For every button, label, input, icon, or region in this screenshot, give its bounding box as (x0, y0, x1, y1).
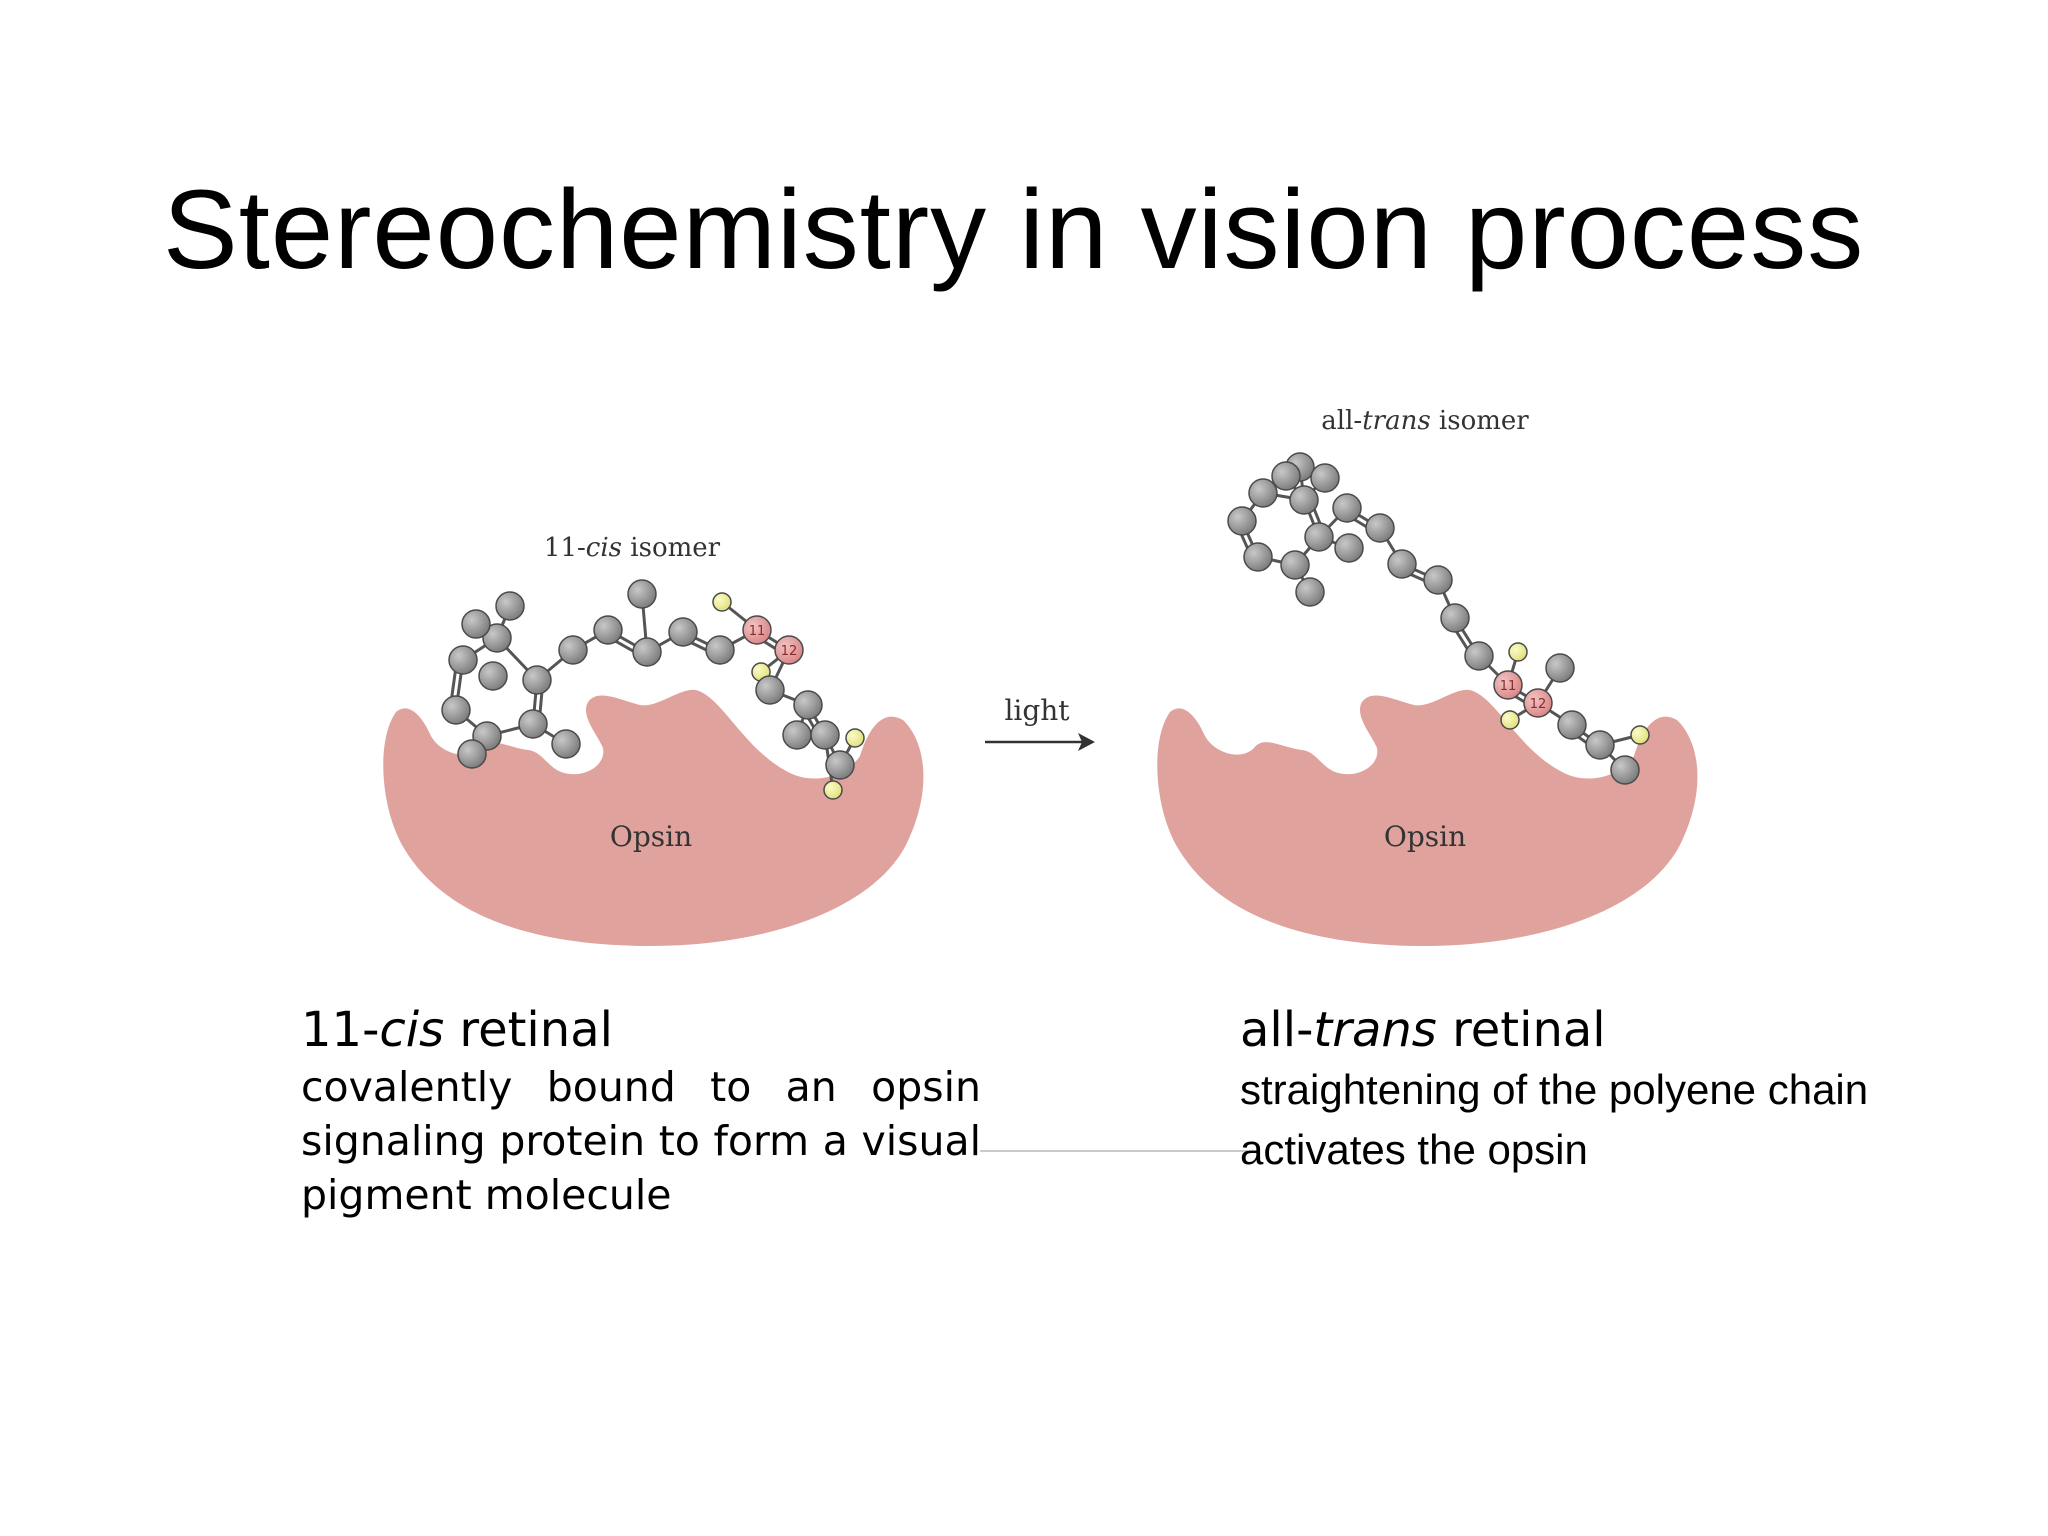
hydrogen-atom (712, 592, 732, 612)
hydrogen-atom (845, 728, 865, 748)
isomer-label-left: 11-cis isomer (544, 533, 721, 563)
carbon-atom (518, 709, 548, 739)
labeled-carbon-atom (742, 615, 772, 645)
carbon-atom (482, 623, 512, 653)
hydrogen-atom (1500, 710, 1520, 730)
carbon-atom (632, 637, 662, 667)
reaction-arrow (985, 733, 1095, 751)
carbon-number-label: 11 (1500, 679, 1517, 694)
labeled-carbon-atom (1523, 688, 1553, 718)
hydrogen-atom (823, 780, 843, 800)
carbon-atom (705, 635, 735, 665)
opsin-label-left: Opsin (610, 820, 692, 853)
carbon-atom (1271, 461, 1301, 491)
carbon-atom (1423, 565, 1453, 595)
carbon-atom (461, 609, 491, 639)
carbon-atom (1545, 653, 1575, 683)
isomer-label-right: all-trans isomer (1321, 406, 1529, 436)
labeled-carbon-atom (774, 635, 804, 665)
carbon-atom (1289, 485, 1319, 515)
carbon-atom (448, 645, 478, 675)
carbon-atom (1332, 493, 1362, 523)
caption-right-body: straightening of the polyene chain activ… (1240, 1066, 1869, 1173)
carbon-atom (1585, 730, 1615, 760)
carbon-atom (755, 675, 785, 705)
carbon-atom (1334, 533, 1364, 563)
carbon-atom (441, 695, 471, 725)
caption-left-body: covalently bound to an opsin signaling p… (301, 1063, 981, 1219)
slide-title: Stereochemistry in vision process (163, 167, 1865, 292)
carbon-atom (1304, 522, 1334, 552)
opsin-label-right: Opsin (1384, 820, 1466, 853)
opsin-body-right (1157, 689, 1698, 947)
carbon-atom (1248, 478, 1278, 508)
carbon-atom (1610, 755, 1640, 785)
caption-right: all-trans retinal straightening of the p… (1240, 1000, 1880, 1180)
light-label: light (1004, 694, 1070, 727)
carbon-atom (1280, 550, 1310, 580)
caption-left: 11-cis retinal covalently bound to an op… (301, 1000, 981, 1222)
carbon-atom (1464, 641, 1494, 671)
carbon-atom (1310, 463, 1340, 493)
carbon-atom (495, 591, 525, 621)
carbon-atom (1557, 710, 1587, 740)
carbon-atom (1387, 549, 1417, 579)
carbon-atom (782, 720, 812, 750)
carbon-atom (551, 729, 581, 759)
carbon-number-label: 11 (749, 624, 766, 639)
carbon-atom (593, 615, 623, 645)
carbon-atom (1227, 506, 1257, 536)
carbon-atom (793, 690, 823, 720)
carbon-atom (1243, 542, 1273, 572)
carbon-atom (558, 635, 588, 665)
carbon-atom (1440, 603, 1470, 633)
hydrogen-atom (1508, 642, 1528, 662)
hydrogen-atom (1630, 725, 1650, 745)
opsin-body-left (383, 689, 924, 947)
carbon-atom (1295, 577, 1325, 607)
carbon-atom (457, 739, 487, 769)
caption-left-heading: 11-cis retinal (301, 1002, 613, 1058)
caption-right-heading: all-trans retinal (1240, 1002, 1606, 1058)
carbon-atom (810, 720, 840, 750)
carbon-atom (825, 750, 855, 780)
labeled-carbon-atom (1493, 670, 1523, 700)
carbon-atom (478, 661, 508, 691)
carbon-number-label: 12 (781, 644, 798, 659)
carbon-atom (522, 665, 552, 695)
carbon-atom (1365, 513, 1395, 543)
carbon-atom (668, 617, 698, 647)
carbon-atom (627, 579, 657, 609)
carbon-number-label: 12 (1530, 697, 1547, 712)
divider-line (980, 1150, 1248, 1152)
